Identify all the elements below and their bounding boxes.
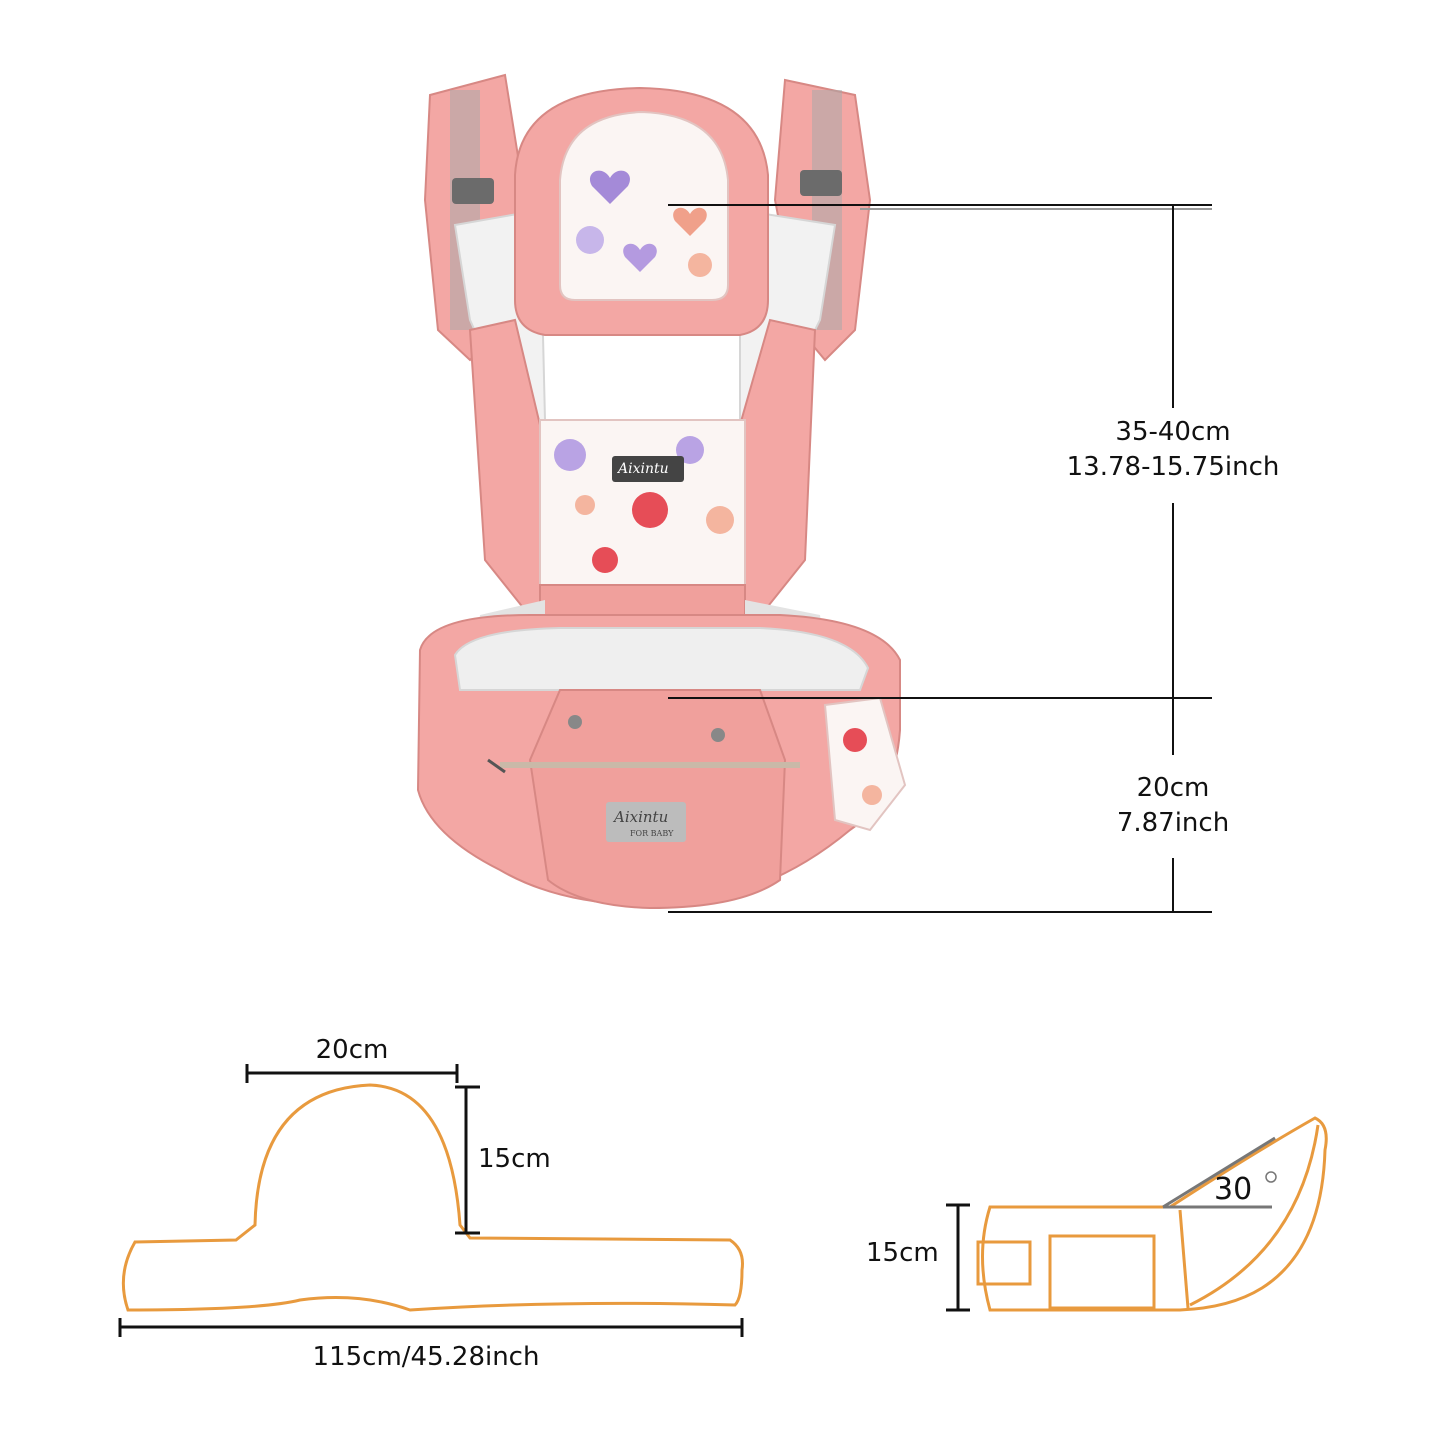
print-dot xyxy=(554,439,586,471)
seat-outline-shape xyxy=(981,1116,1328,1312)
heart-icon xyxy=(673,207,707,236)
baby-carrier-illustration xyxy=(416,73,907,910)
seat-inner-curve xyxy=(1189,1124,1320,1307)
back-height-cm-label: 35-40cm xyxy=(1115,417,1231,447)
zipper-pull-icon xyxy=(487,758,506,774)
side-print-pocket xyxy=(823,696,907,832)
belt-top-height-label: 15cm xyxy=(478,1144,551,1174)
seat-side-height-label: 15cm xyxy=(866,1238,939,1268)
print-dot xyxy=(575,495,595,515)
seat-angle-label: 30 xyxy=(1214,1172,1253,1207)
waist-top-rim xyxy=(453,627,870,691)
waist-brand-label xyxy=(606,802,686,842)
seat-inner-line xyxy=(1178,1209,1190,1309)
right-buckle-icon xyxy=(800,170,842,196)
snap-button-icon xyxy=(711,728,725,742)
print-dot xyxy=(632,492,668,528)
print-dot xyxy=(576,226,604,254)
angle-slope-line xyxy=(1162,1136,1276,1209)
belt-outline-shape xyxy=(121,1083,744,1312)
print-dot xyxy=(843,728,867,752)
print-dot xyxy=(706,506,734,534)
back-height-inch-label: 13.78-15.75inch xyxy=(1066,452,1280,482)
hood-print-panel xyxy=(559,110,729,301)
print-dot xyxy=(862,785,882,805)
degree-symbol xyxy=(1265,1171,1277,1183)
left-buckle-icon xyxy=(452,178,494,204)
waist-front-pocket xyxy=(528,689,787,910)
seat-window-left xyxy=(976,1240,1032,1286)
heart-icon xyxy=(589,170,631,204)
waist-brand-text: Aixintu xyxy=(614,808,669,826)
seat-window-center xyxy=(1048,1234,1156,1310)
heart-icon xyxy=(623,243,657,272)
seat-height-cm-label: 20cm xyxy=(1136,773,1210,803)
belt-top-width-label: 20cm xyxy=(315,1035,389,1065)
waist-brand-subtext: FOR BABY xyxy=(630,829,674,838)
waist-belt-outline xyxy=(118,1064,744,1337)
front-brand-tag xyxy=(612,456,684,482)
print-dot xyxy=(592,547,618,573)
seat-height-inch-label: 7.87inch xyxy=(1116,808,1230,838)
carrier-dimension-lines xyxy=(668,204,1212,913)
hip-seat-outline xyxy=(946,1116,1328,1312)
front-brand-text: Aixintu xyxy=(618,461,669,477)
belt-length-label: 115cm/45.28inch xyxy=(312,1342,540,1372)
print-dot xyxy=(688,253,712,277)
snap-button-icon xyxy=(568,715,582,729)
